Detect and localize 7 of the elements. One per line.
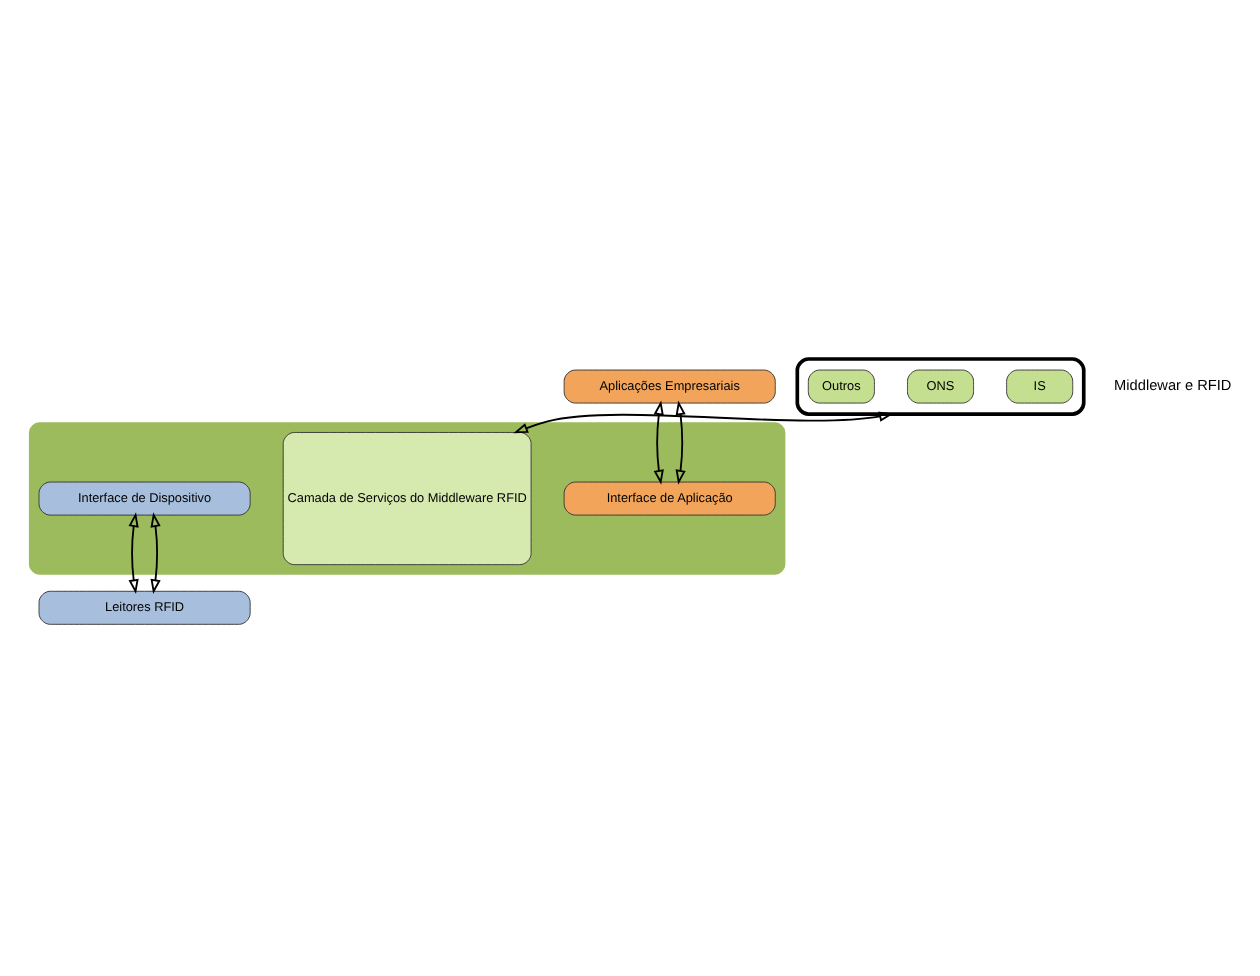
cluster (795, 357, 1086, 416)
arrow (513, 411, 894, 434)
arrow (675, 400, 686, 485)
arrow (653, 400, 664, 485)
arrow (128, 512, 139, 594)
label: Middlewar e RFID (1114, 376, 1232, 395)
arrow (150, 512, 161, 594)
